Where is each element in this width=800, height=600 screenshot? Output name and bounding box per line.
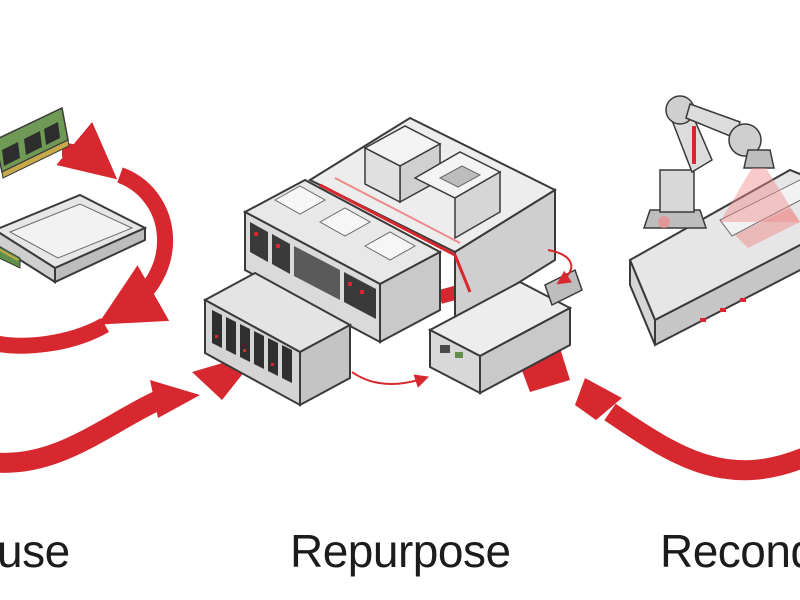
power-supply-icon [427, 268, 583, 395]
server-chassis-icon [242, 116, 558, 344]
cycle-arrow-top [56, 121, 118, 180]
stage-label-recondition: Recond [660, 525, 800, 577]
rack-server-icon [628, 168, 800, 347]
ram-module-icon [0, 106, 70, 179]
cycle-arrow-right [97, 167, 174, 325]
drive-bays [250, 222, 376, 319]
thin-arrow-down [547, 249, 573, 285]
flow-arrow-left [0, 352, 260, 473]
ssd-drive-icon [0, 193, 148, 284]
cycle-arrow-bottom [0, 317, 109, 354]
fan-unit-icon [413, 151, 502, 240]
stage-label-repurpose: Repurpose [290, 525, 511, 577]
thin-arrow-bottom [351, 371, 429, 388]
flow-arrow-right [515, 348, 800, 481]
robot-arm-icon [642, 95, 800, 229]
reuse-cluster [0, 106, 174, 354]
drive-cage-icon [202, 271, 353, 407]
stage-label-reuse: use [0, 525, 70, 577]
robot-arm-server-icon [628, 95, 800, 347]
psu-unit-icon [363, 125, 442, 204]
